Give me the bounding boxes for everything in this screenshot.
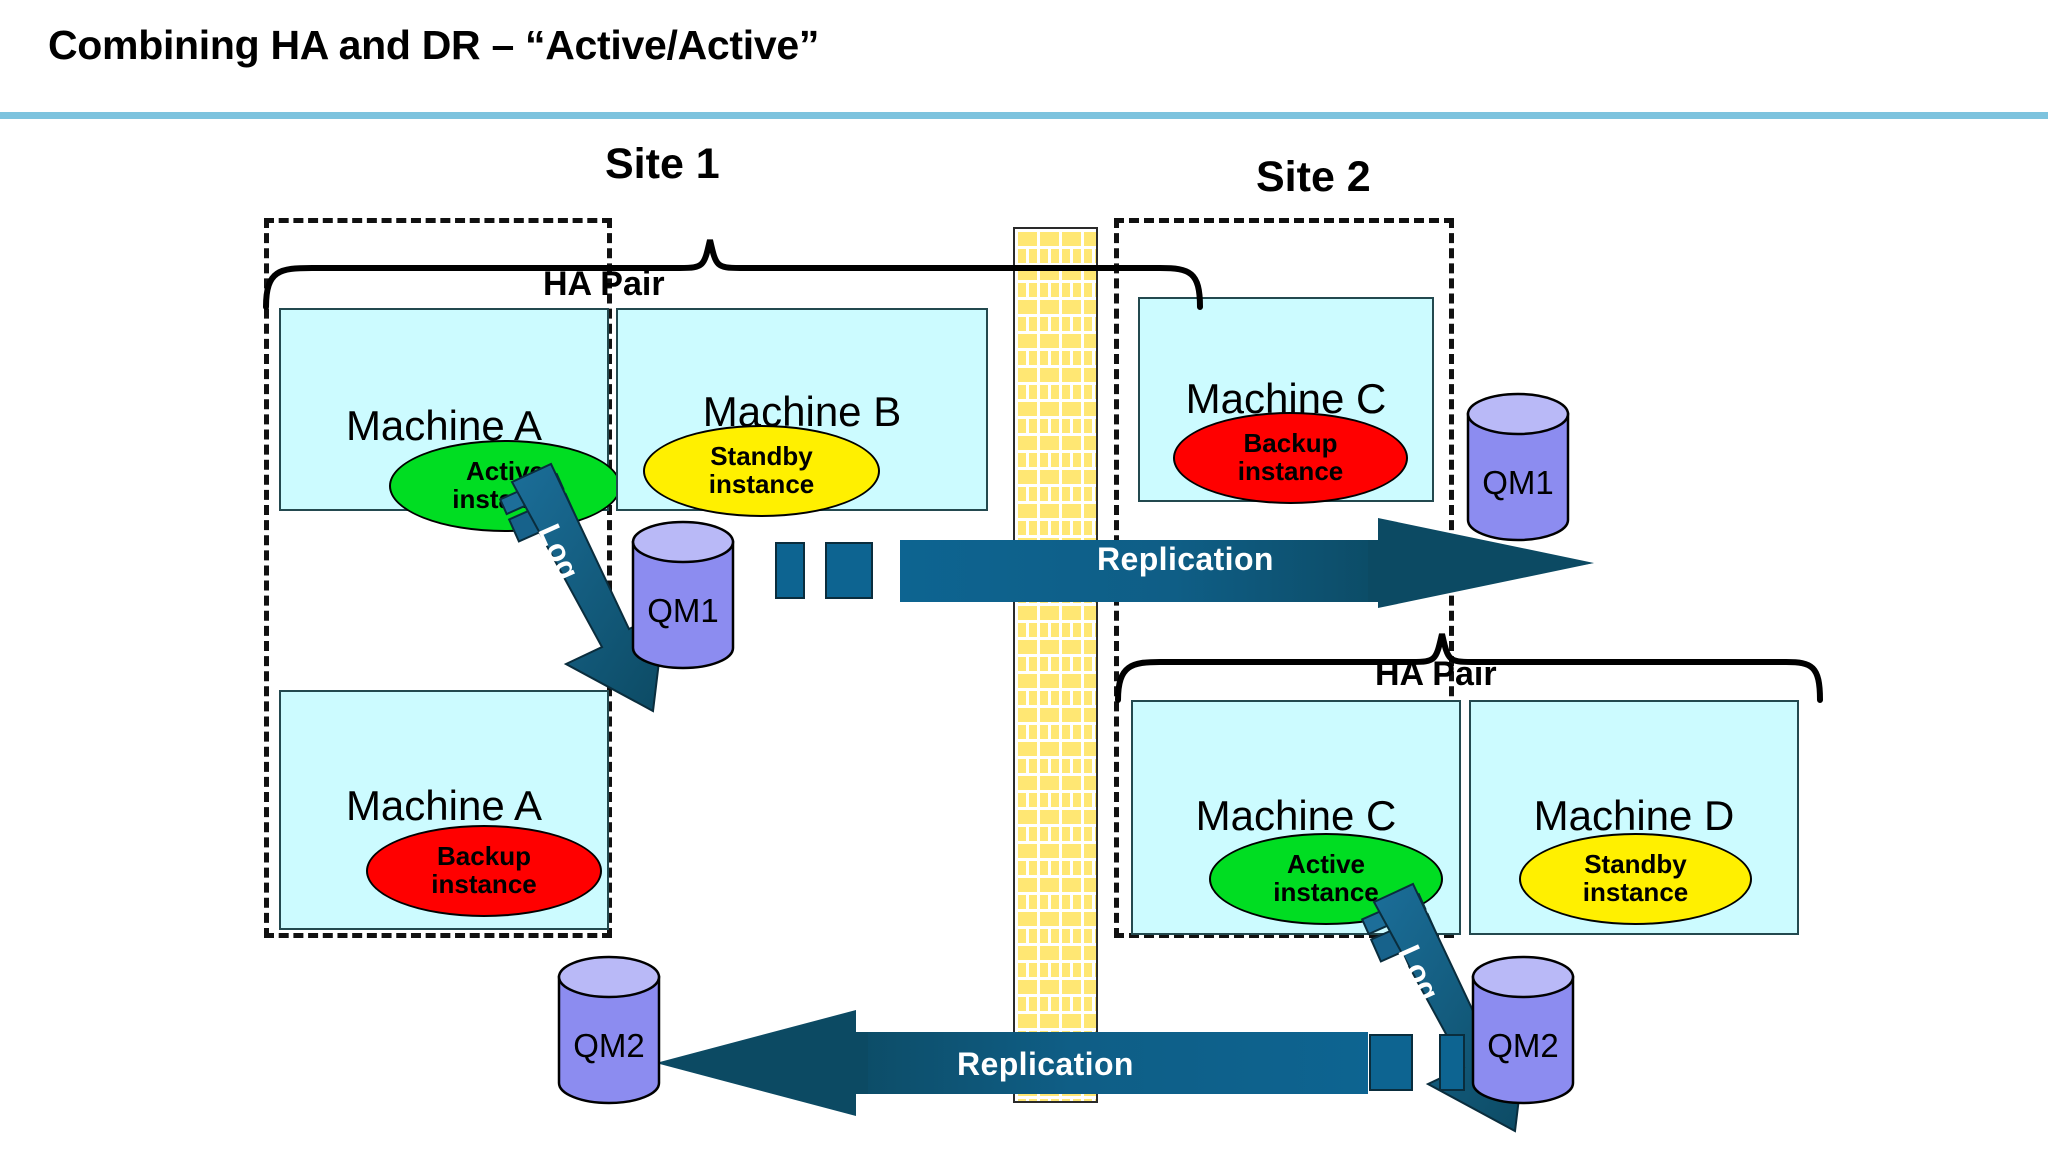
replication-label-bottom: Replication <box>957 1046 1134 1082</box>
log-label-site2: Log <box>1391 939 1447 1006</box>
site-1-label: Site 1 <box>605 140 720 188</box>
instance-label-line2: instance <box>708 469 815 499</box>
instance-label-line2: instance <box>1273 877 1379 907</box>
replication-label-top: Replication <box>1097 541 1274 577</box>
site-2-label: Site 2 <box>1256 153 1371 201</box>
ha-pair-label-site2: HA Pair <box>1375 655 1497 693</box>
queue-manager-qm1-site1[interactable]: QM1 <box>630 520 736 670</box>
machine-box-c-backup[interactable]: Machine C Backup instance <box>1138 297 1434 504</box>
instance-label-line2: instance <box>431 869 537 899</box>
brick-wall-icon <box>1013 227 1098 1103</box>
queue-manager-qm2-site1[interactable]: QM2 <box>556 955 662 1105</box>
instance-badge-active: Active instance <box>1209 833 1443 925</box>
instance-badge-active: Active instance <box>389 440 621 532</box>
machine-name: Machine C <box>1195 792 1397 839</box>
queue-manager-label: QM1 <box>1482 464 1554 501</box>
machine-box-a-backup[interactable]: Machine A Backup instance <box>279 690 609 930</box>
instance-badge-standby: Standby instance <box>643 425 880 517</box>
queue-manager-label: QM2 <box>1487 1027 1559 1064</box>
queue-manager-qm1-site2[interactable]: QM1 <box>1465 392 1571 542</box>
instance-label-line1: Backup <box>437 841 531 872</box>
instance-label-line1: Backup <box>1243 428 1338 459</box>
queue-manager-qm2-site2[interactable]: QM2 <box>1470 955 1576 1105</box>
header-divider <box>0 112 2048 119</box>
machine-box-c-active[interactable]: Machine C Active instance <box>1131 700 1461 935</box>
instance-label-line2: instance <box>1582 877 1689 907</box>
instance-badge-backup: Backup instance <box>366 825 602 917</box>
machine-name: Machine A <box>345 402 543 449</box>
queue-manager-label: QM1 <box>647 592 719 629</box>
instance-label-line1: Standby <box>710 441 813 472</box>
instance-label-line2: instance <box>452 484 558 514</box>
queue-manager-label: QM2 <box>573 1027 645 1064</box>
instance-label-line1: Active <box>1286 849 1366 880</box>
instance-badge-standby: Standby instance <box>1519 833 1752 925</box>
machine-box-a-active[interactable]: Machine A Active instance <box>279 308 621 532</box>
instance-badge-backup: Backup instance <box>1173 412 1408 504</box>
page-title: Combining HA and DR – “Active/Active” <box>48 22 820 68</box>
ha-pair-label-site1: HA Pair <box>543 265 665 303</box>
instance-label-line1: Standby <box>1584 849 1687 880</box>
machine-name: Machine A <box>345 782 543 829</box>
machine-box-b-standby[interactable]: Machine B Standby instance <box>616 308 988 517</box>
instance-label-line2: instance <box>1237 456 1344 486</box>
instance-label-line1: Active <box>465 456 545 487</box>
machine-box-d-standby[interactable]: Machine D Standby instance <box>1469 700 1799 935</box>
machine-name: Machine D <box>1533 792 1735 839</box>
